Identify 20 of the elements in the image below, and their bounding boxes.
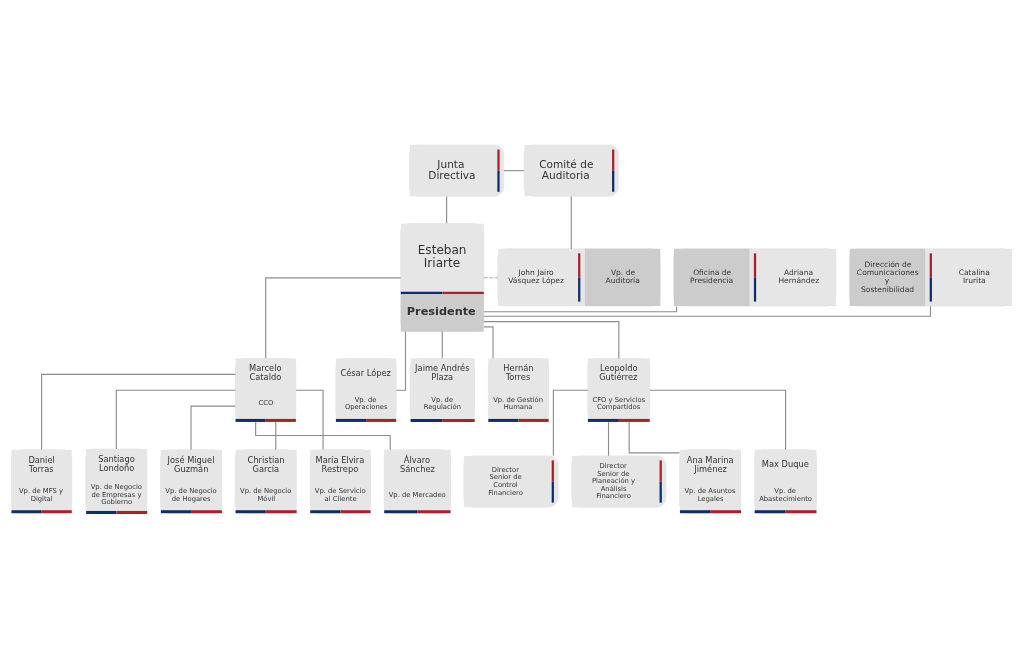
connector	[483, 305, 678, 313]
connector	[275, 421, 277, 451]
connector	[483, 277, 498, 279]
connector	[41, 373, 237, 451]
connector	[255, 421, 391, 451]
connector	[628, 421, 681, 454]
connector	[483, 321, 620, 360]
connector	[607, 421, 610, 457]
connector	[570, 195, 572, 250]
connector	[649, 389, 787, 451]
connector	[552, 389, 589, 457]
connector	[503, 170, 525, 172]
connector	[395, 330, 407, 391]
connector	[190, 405, 236, 451]
connector	[441, 330, 443, 359]
connector	[295, 389, 324, 451]
connector	[483, 326, 494, 360]
connector	[446, 195, 448, 224]
connector	[265, 277, 402, 359]
connector	[115, 389, 237, 450]
